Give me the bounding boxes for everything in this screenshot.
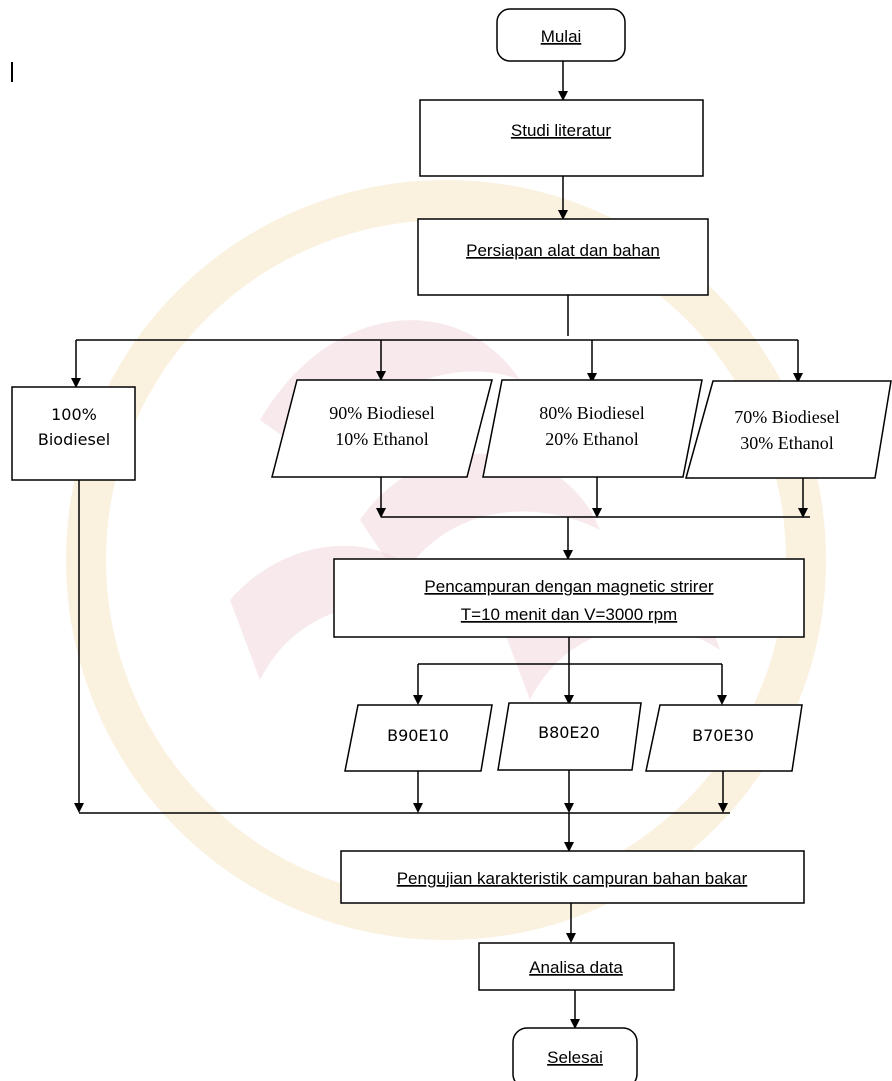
start-terminal	[496, 8, 626, 62]
literature-label: Studi literatur	[511, 121, 611, 140]
b70e30-output	[645, 704, 803, 772]
finish-label: Selesai	[547, 1048, 603, 1067]
b80-label-line2: 20% Ethanol	[545, 429, 638, 449]
mixing-label-line2: T=10 menit dan V=3000 rpm	[461, 605, 677, 624]
b90-label-line1: 90% Biodiesel	[329, 403, 435, 423]
b70-input	[685, 380, 892, 479]
preparation-label: Persiapan alat dan bahan	[466, 241, 660, 260]
b90-label-line2: 10% Ethanol	[335, 429, 428, 449]
b90-input	[271, 379, 493, 478]
b90e10-label: B90E10	[387, 726, 449, 745]
b70-label-line2: 30% Ethanol	[740, 433, 833, 453]
analysis-process	[478, 942, 675, 991]
start-label: Mulai	[541, 27, 582, 46]
literature-process	[419, 99, 704, 177]
b80-label-line1: 80% Biodiesel	[539, 403, 645, 423]
testing-label: Pengujian karakteristik campuran bahan b…	[397, 869, 748, 888]
mixing-label-line1: Pencampuran dengan magnetic strirer	[424, 577, 713, 596]
b80e20-label: B80E20	[538, 723, 600, 742]
b80-input	[482, 379, 703, 478]
finish-terminal	[512, 1027, 638, 1081]
b100-label-line1: 100%	[51, 405, 97, 424]
testing-process	[340, 850, 805, 904]
analysis-label: Analisa data	[529, 958, 623, 977]
b100-label-line2: Biodiesel	[38, 430, 110, 449]
b100-process	[11, 386, 136, 481]
b70e30-label: B70E30	[692, 726, 754, 745]
b90e10-output	[344, 704, 493, 772]
b80e20-output	[497, 702, 642, 771]
preparation-process	[417, 218, 709, 296]
b70-label-line1: 70% Biodiesel	[734, 407, 840, 427]
mixing-process	[333, 558, 805, 638]
